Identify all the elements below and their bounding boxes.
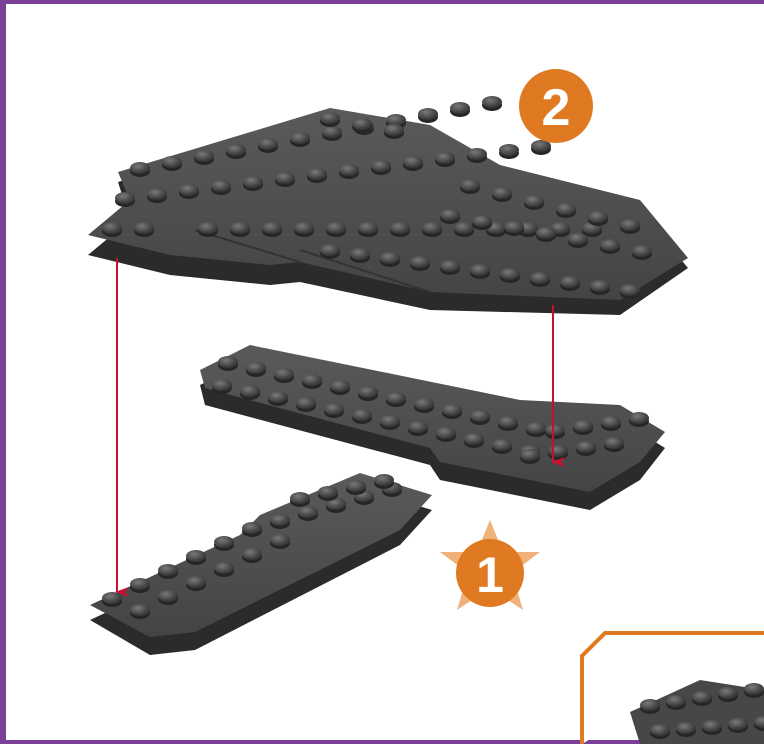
- wing-assembly: [88, 96, 688, 315]
- lower-plate-assembly: [90, 473, 432, 655]
- star-icon: 1: [440, 520, 540, 610]
- svg-text:1: 1: [476, 547, 504, 603]
- middle-plate-assembly: [200, 345, 665, 510]
- step-2-badge: 2: [519, 69, 593, 143]
- svg-text:2: 2: [542, 79, 571, 137]
- inset-box: [582, 633, 764, 744]
